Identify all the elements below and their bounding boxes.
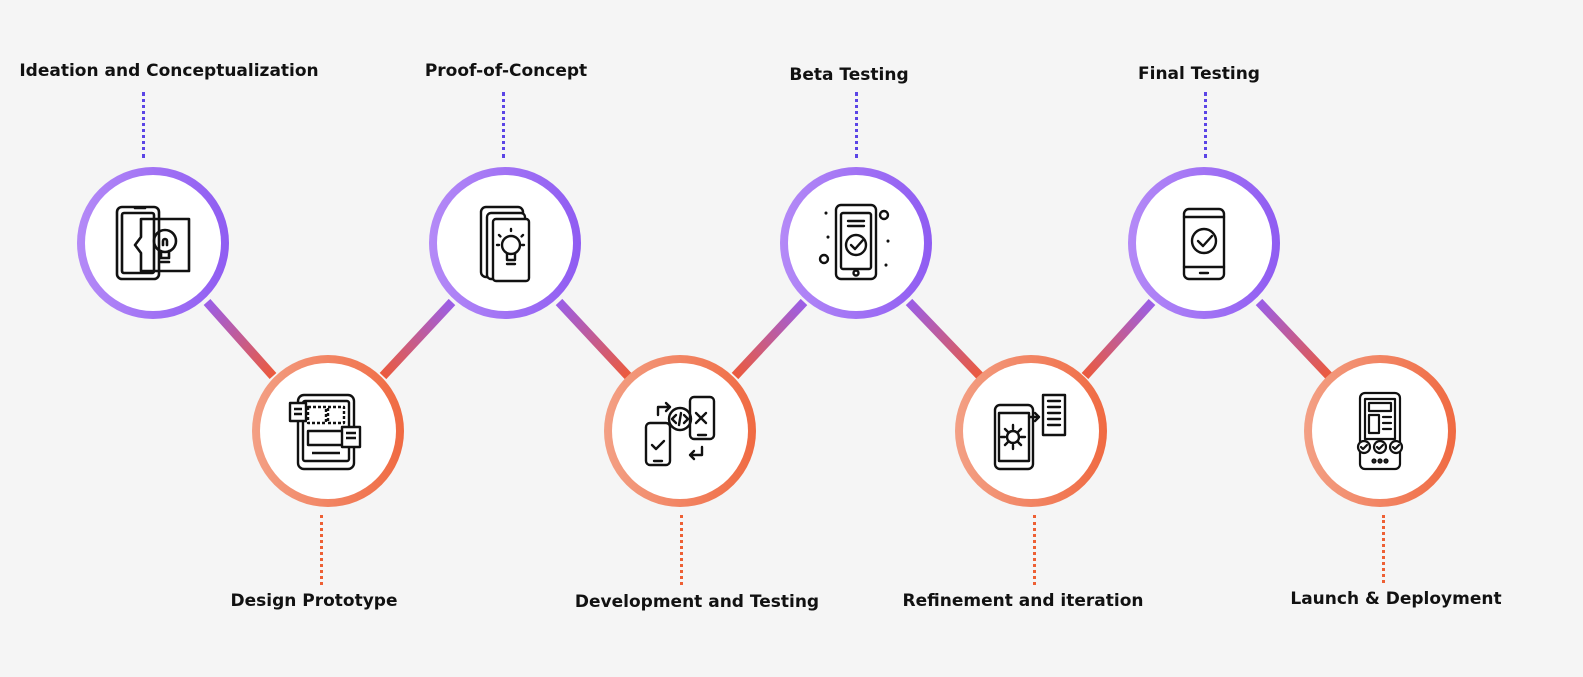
step-label-beta-testing: Beta Testing (789, 65, 909, 85)
phone-lightbulb-icon (111, 201, 195, 285)
step-label-final-testing: Final Testing (1138, 64, 1260, 84)
connector-6-7 (1081, 298, 1156, 380)
connector-3-4 (555, 298, 632, 380)
connector-1-2 (203, 299, 277, 379)
step-node-beta-testing (780, 167, 932, 319)
phone-checklist-icon (1338, 389, 1422, 473)
step-dash-beta-testing (855, 92, 858, 158)
step-dash-design-prototype (320, 515, 323, 585)
step-label-design-prototype: Design Prototype (230, 591, 398, 611)
step-label-refinement: Refinement and iteration (902, 591, 1144, 611)
wireframe-tablet-icon (286, 389, 370, 473)
step-node-development-testing (604, 355, 756, 507)
phone-check-icon (1162, 201, 1246, 285)
phone-gear-list-icon (989, 389, 1073, 473)
code-sync-phones-icon (638, 389, 722, 473)
step-dash-refinement (1033, 515, 1036, 585)
step-dash-launch-deployment (1382, 515, 1385, 583)
connector-5-6 (905, 298, 984, 380)
step-label-development-testing: Development and Testing (574, 592, 820, 612)
step-node-final-testing (1128, 167, 1280, 319)
step-node-refinement (955, 355, 1107, 507)
step-dash-ideation (142, 92, 145, 158)
stacked-devices-lightbulb-icon (463, 201, 547, 285)
step-label-ideation: Ideation and Conceptualization (19, 61, 319, 81)
step-dash-proof-of-concept (502, 92, 505, 158)
connector-7-8 (1255, 298, 1333, 380)
step-dash-development-testing (680, 515, 683, 585)
connector-2-3 (379, 298, 456, 380)
step-node-ideation (77, 167, 229, 319)
step-label-proof-of-concept: Proof-of-Concept (424, 61, 588, 81)
step-node-launch-deployment (1304, 355, 1456, 507)
step-dash-final-testing (1204, 92, 1207, 158)
connector-4-5 (731, 298, 808, 380)
step-label-launch-deployment: Launch & Deployment (1290, 589, 1502, 609)
phone-check-badge-icon (814, 201, 898, 285)
step-node-design-prototype (252, 355, 404, 507)
step-node-proof-of-concept (429, 167, 581, 319)
